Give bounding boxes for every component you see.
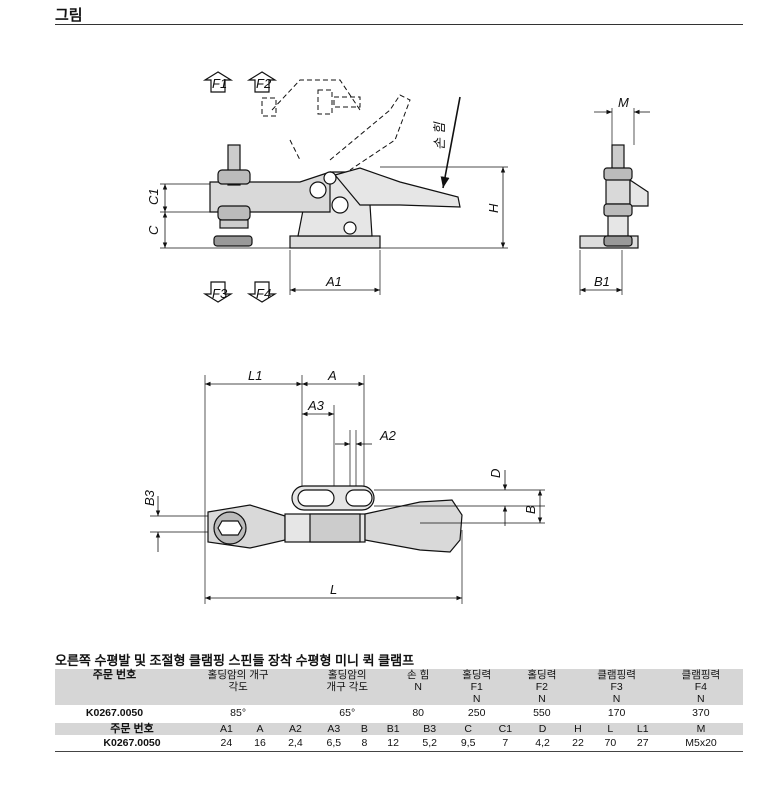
lever-handle-top — [364, 499, 463, 553]
force-arrow-f2 — [246, 71, 278, 93]
table1-header-row: 주문 번호 홀딩암의 개구 각도 홀딩암의 개구 각도 손 힘 N 홀딩력 F1… — [55, 669, 743, 705]
spec-table: 주문 번호 홀딩암의 개구 각도 홀딩암의 개구 각도 손 힘 N 홀딩력 F1… — [55, 669, 743, 721]
label-a: A — [327, 368, 337, 383]
table1-order-number: K0267.0050 — [55, 705, 174, 721]
top-view — [150, 375, 545, 604]
label-a3: A3 — [307, 398, 325, 413]
label-a2: A2 — [379, 428, 397, 443]
label-c1: C1 — [146, 188, 161, 205]
table2-header-cell: D — [523, 723, 562, 735]
force-arrow-f3 — [202, 281, 234, 303]
open-position-outline — [261, 79, 411, 171]
section-title: 그림 — [55, 7, 83, 24]
label-m: M — [618, 95, 629, 110]
table2-cell: M5x20 — [659, 735, 743, 752]
table2-header-row: 주문 번호 A1 A A2 A3 B B1 B3 C C1 D H L L1 M — [55, 723, 743, 735]
table2-header-cell: H — [561, 723, 595, 735]
label-hand-force: 손 힘 — [432, 121, 447, 150]
table2-cell: 4,2 — [523, 735, 562, 752]
table1-header-cell: 클램핑력 F4 N — [658, 669, 743, 705]
dimension-table: 주문 번호 A1 A A2 A3 B B1 B3 C C1 D H L L1 M… — [55, 723, 743, 752]
table2-cell: 5,2 — [410, 735, 449, 752]
table2-row: K0267.0050 24 16 2,4 6,5 8 12 5,2 9,5 7 … — [55, 735, 743, 752]
label-f4: F4 — [256, 286, 271, 301]
lever-handle — [333, 167, 461, 208]
label-l: L — [330, 582, 337, 597]
base-plate — [289, 235, 381, 249]
product-title: 오른쪽 수평발 및 조절형 클램핑 스핀들 장착 수평형 미니 퀵 클램프 — [55, 653, 415, 668]
label-l1: L1 — [248, 368, 262, 383]
label-f2: F2 — [256, 76, 272, 91]
table2-header-cell: C1 — [487, 723, 524, 735]
table1-header-cell: 홀딩력 F1 N — [444, 669, 510, 705]
table1-header-cell: 홀딩암의 개구 각도 — [174, 669, 303, 705]
side-view — [160, 71, 508, 303]
label-b: B — [523, 505, 538, 514]
table1-cell: 85° — [174, 705, 303, 721]
table2-cell: 27 — [626, 735, 659, 752]
table2-header-cell: B — [353, 723, 376, 735]
table2-cell: 24 — [209, 735, 244, 752]
table2-header-cell: B3 — [410, 723, 449, 735]
table1-cell: 370 — [658, 705, 743, 721]
table2-cell: 6,5 — [314, 735, 353, 752]
table1-cell: 250 — [444, 705, 510, 721]
table1-row: K0267.0050 85° 65° 80 250 550 170 370 — [55, 705, 743, 721]
table1-header-order: 주문 번호 — [55, 669, 174, 705]
table2-cell: 70 — [594, 735, 627, 752]
front-view — [579, 108, 650, 295]
table2-header-order: 주문 번호 — [55, 723, 209, 735]
table1-header-cell: 홀딩암의 개구 각도 — [302, 669, 393, 705]
table2-cell: 12 — [375, 735, 411, 752]
table2-header-cell: L1 — [626, 723, 659, 735]
technical-drawing: F1 F2 F3 F4 손 힘 C1 C H A1 M B1 L1 A A3 A… — [142, 71, 650, 604]
label-f3: F3 — [212, 286, 228, 301]
table1-cell: 80 — [392, 705, 445, 721]
label-c: C — [146, 225, 161, 235]
table1-header-cell: 클램핑력 F3 N — [574, 669, 659, 705]
table2-header-cell: A2 — [276, 723, 315, 735]
hand-force-arrow — [440, 96, 461, 189]
table2-header-cell: M — [659, 723, 743, 735]
table1-cell: 65° — [302, 705, 393, 721]
force-arrow-f1 — [202, 71, 234, 93]
table2-header-cell: B1 — [375, 723, 411, 735]
table2-header-cell: C — [448, 723, 488, 735]
table1-header-cell: 홀딩력 F2 N — [509, 669, 575, 705]
table1-header-cell: 손 힘 N — [392, 669, 445, 705]
table2-order-number: K0267.0050 — [55, 735, 209, 752]
label-h: H — [486, 203, 501, 213]
table2-cell: 22 — [561, 735, 595, 752]
table2-cell: 8 — [353, 735, 376, 752]
table2-cell: 9,5 — [448, 735, 488, 752]
table1-cell: 550 — [509, 705, 575, 721]
table2-header-cell: A3 — [314, 723, 353, 735]
table2-header-cell: A1 — [209, 723, 244, 735]
label-a1: A1 — [325, 274, 342, 289]
label-d: D — [488, 469, 503, 478]
table2-header-cell: A — [243, 723, 277, 735]
label-f1: F1 — [212, 76, 227, 91]
table2-header-cell: L — [594, 723, 627, 735]
force-arrow-f4 — [246, 281, 278, 303]
table1-cell: 170 — [574, 705, 659, 721]
label-b1: B1 — [594, 274, 610, 289]
section-divider — [55, 24, 743, 25]
table2-cell: 16 — [243, 735, 277, 752]
label-b3: B3 — [142, 489, 157, 506]
table2-cell: 2,4 — [276, 735, 315, 752]
table2-cell: 7 — [487, 735, 524, 752]
